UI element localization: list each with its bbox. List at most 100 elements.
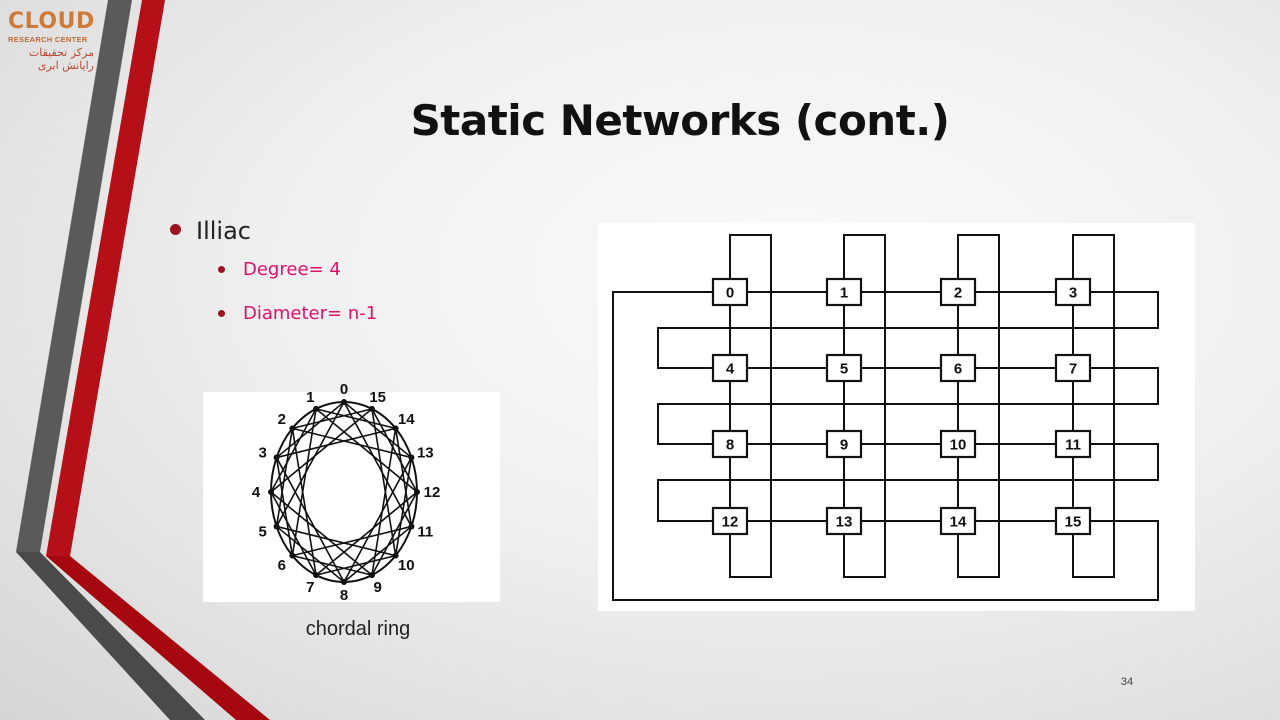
ring-node-label: 3 [259,445,267,462]
mesh-node-label: 3 [1069,285,1077,302]
chord-edge [270,408,373,493]
red-stripe-upper [46,0,165,556]
mesh-node-label: 11 [1065,437,1081,454]
ring-node [273,454,280,461]
chord-edge [275,428,294,527]
mesh-node-label: 2 [954,285,962,302]
ring-node [408,454,415,461]
ring-node-label: 14 [398,411,415,428]
mesh-node-label: 15 [1065,514,1082,531]
bullet-sub-diameter-text: Diameter= n-1 [243,303,378,324]
mesh-node-box [825,506,863,536]
mesh-node-label: 7 [1069,361,1077,378]
ring-node-label: 15 [369,389,386,406]
mesh-node-box [1054,353,1092,383]
chord-edge [371,408,418,493]
mesh-node-box [711,277,749,307]
mesh-node-box [939,353,977,383]
ring-node [392,425,399,432]
bullet-main-text: Illiac [196,217,251,245]
ring-node-label: 9 [374,579,382,596]
bullet-sub-degree: Degree= 4 [170,248,377,292]
ring-node-label: 4 [252,484,261,501]
mesh-node-label: 0 [726,285,734,302]
mesh-row-wrap [657,443,1159,522]
mesh-node-box [939,506,977,536]
bullet-sub-degree-text: Degree= 4 [243,259,341,280]
bullet-dot [218,310,225,317]
bullet-dot [170,224,181,235]
ring-node-label: 13 [417,445,434,462]
red-stripe-lower [46,556,270,720]
mesh-outer-wrap [612,291,1159,601]
mesh-node-box [825,429,863,459]
chord-edge [270,491,317,576]
mesh-column-wrap [1072,234,1115,578]
chord-edge [292,427,412,459]
ring-node-label: 11 [417,523,433,540]
ring-node [414,489,420,495]
ring-node [313,572,320,579]
cloud-research-center-logo: CLOUD RESEARCH CENTER مرکز تحقیقات رایان… [8,10,94,80]
mesh-column-wrap [957,234,1000,578]
mesh-node-box [939,277,977,307]
bullet-sub-diameter: Diameter= n-1 [170,292,377,336]
ring-node-label: 6 [278,557,286,574]
mesh-row-wrap [657,367,1159,445]
gray-stripe-upper [16,0,132,552]
ring-node-label: 10 [398,557,415,574]
mesh-node-label: 1 [840,285,848,302]
mesh-node-box [1054,506,1092,536]
mesh-node-label: 10 [950,437,967,454]
mesh-node-label: 13 [836,514,853,531]
mesh-column-wrap [729,234,772,578]
chord-edge [276,401,345,459]
mesh-node-label: 12 [722,514,739,531]
mesh-node-box [825,277,863,307]
ring-node-label: 7 [306,579,314,596]
ring-node-label: 2 [278,411,286,428]
mesh-node-box [711,353,749,383]
mesh-row-wrap [657,291,1159,369]
chord-edge [394,428,413,527]
gray-stripe-lower [16,552,205,720]
mesh-node-label: 14 [950,514,967,531]
chord-edge [315,408,418,493]
ring-node [392,552,399,559]
chordal-ring-caption: chordal ring [305,618,411,640]
chord-edge [394,457,413,556]
mesh-node-label: 9 [840,437,848,454]
logo-brand: CLOUD [8,9,95,34]
bullet-list: Illiac Degree= 4 Diameter= n-1 [170,214,377,336]
slide-title: Static Networks (cont.) [410,96,950,145]
mesh-node-label: 5 [840,361,848,378]
mesh-node-label: 4 [726,361,735,378]
chord-edge [276,427,396,459]
ring-node [368,572,375,579]
ring-node [341,399,347,405]
chord-edge [343,525,412,583]
chord-edge [292,408,373,430]
ring-node [268,489,274,495]
bullet-dot [218,266,225,273]
bullet-main: Illiac [170,214,377,248]
ring-node-label: 1 [306,389,314,406]
chord-edge [275,457,294,556]
chord-edge [276,525,345,583]
chord-edge [315,554,396,576]
chord-edge [292,554,373,576]
page-number: 34 [1120,676,1134,688]
ring-node-label: 12 [424,484,441,501]
mesh-node-label: 6 [954,361,962,378]
mesh-node-label: 8 [726,437,734,454]
ring-node [408,523,415,530]
mesh-node-box [711,506,749,536]
chord-edge [270,408,317,493]
chord-edge [315,408,396,430]
logo-persian-text: مرکز تحقیقات رایانش ابری [28,46,94,72]
ring-node [313,405,320,412]
